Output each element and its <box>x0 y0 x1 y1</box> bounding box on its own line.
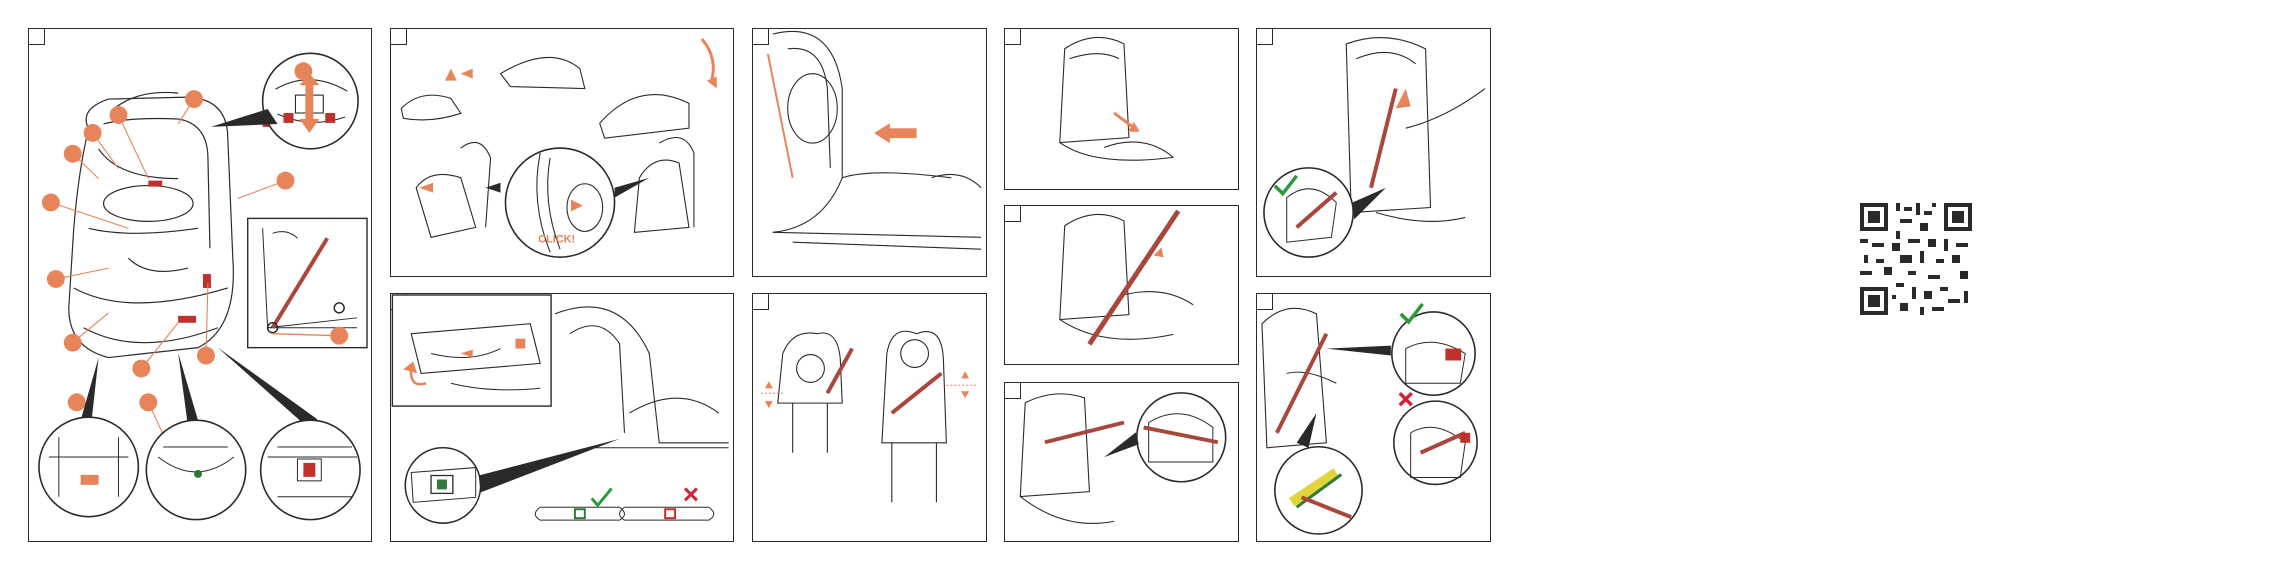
panel-seat-overview <box>28 28 372 542</box>
panel-belt-guide-detail <box>1004 382 1239 542</box>
panel-isofix-release <box>390 293 734 542</box>
isofix-connector-release-illustration <box>391 294 733 541</box>
panel-belt-height <box>752 293 987 542</box>
panel-belt-position-check <box>1256 293 1491 542</box>
backrest-seat-click-illustration: CLICK! <box>391 29 733 276</box>
belt-position-check-illustration <box>1257 294 1490 541</box>
car-seat-overview-illustration <box>29 29 371 541</box>
headrest-push-illustration <box>753 29 986 276</box>
panel-shoulder-guide-correct <box>1256 28 1491 277</box>
panel-backrest-assembly: CLICK! <box>390 28 734 277</box>
click-label: CLICK! <box>538 233 575 245</box>
lap-belt-routing-illustration <box>1005 29 1238 189</box>
panel-lap-belt-routing <box>1004 28 1239 190</box>
shoulder-belt-height-illustration <box>753 294 986 541</box>
cross-icon <box>1400 393 1412 405</box>
panel-headrest-push <box>752 28 987 277</box>
diagonal-belt-routing-illustration <box>1005 206 1238 364</box>
belt-guide-detail-illustration <box>1005 383 1238 541</box>
shoulder-belt-guide-correct-illustration <box>1257 29 1490 276</box>
qr-code-icon <box>1860 203 1972 315</box>
panel-diagonal-belt-routing <box>1004 205 1239 365</box>
